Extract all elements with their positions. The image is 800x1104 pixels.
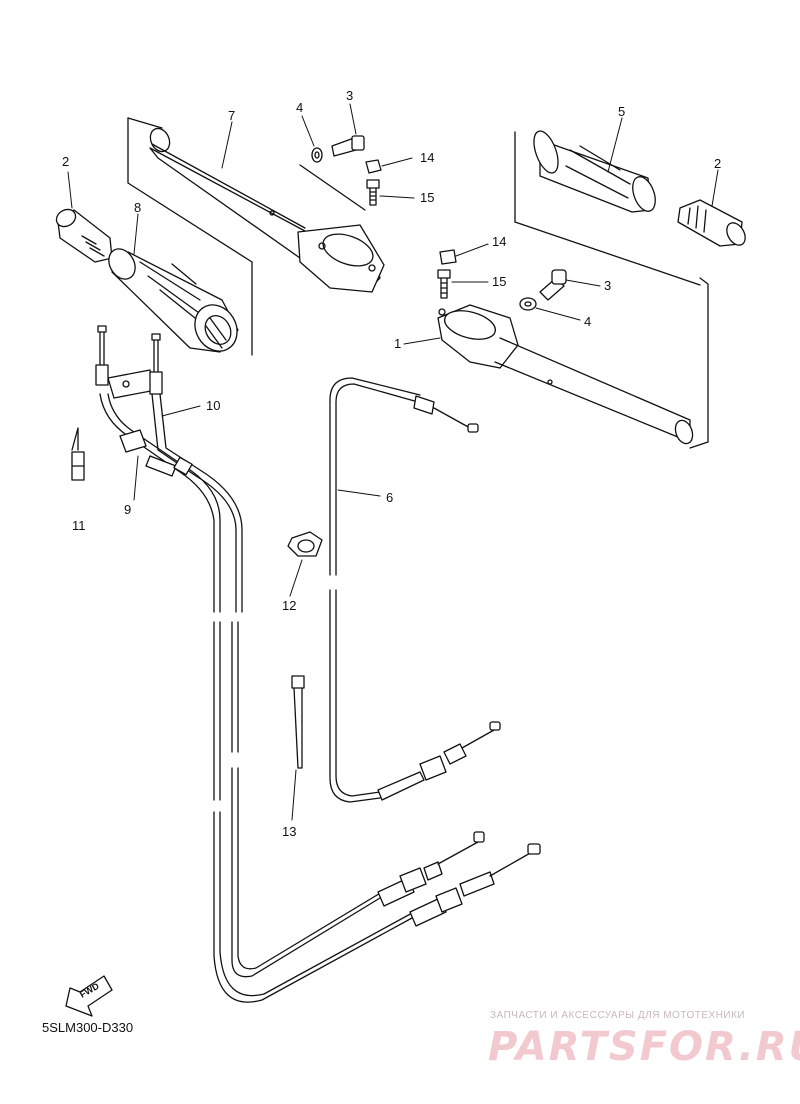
grip-right bbox=[514, 130, 656, 223]
cable-tie-13 bbox=[291, 675, 305, 769]
washer-left bbox=[299, 147, 366, 211]
label-14-right: 14 bbox=[492, 234, 506, 249]
bolt-right bbox=[539, 269, 567, 301]
label-1: 1 bbox=[394, 336, 401, 351]
label-3-right: 3 bbox=[604, 278, 611, 293]
bar-end-right bbox=[677, 199, 746, 247]
label-2-left: 2 bbox=[62, 154, 69, 169]
label-7: 7 bbox=[228, 108, 235, 123]
diagram-code: 5SLM300-D330 bbox=[42, 1020, 134, 1035]
label-2-right: 2 bbox=[714, 156, 721, 171]
screw-left bbox=[366, 179, 380, 206]
right-handlebar bbox=[437, 221, 709, 449]
screw-11 bbox=[71, 427, 85, 481]
label-10: 10 bbox=[206, 398, 220, 413]
nut-right bbox=[439, 249, 457, 265]
callout-labels: 2 8 7 4 3 14 15 5 2 14 15 3 4 1 10 11 9 … bbox=[62, 88, 721, 839]
fwd-arrow-icon bbox=[65, 975, 113, 1017]
label-5: 5 bbox=[618, 104, 625, 119]
nut-left bbox=[365, 159, 382, 174]
label-4-right: 4 bbox=[584, 314, 591, 329]
clamp-12 bbox=[287, 531, 323, 557]
washer-right bbox=[519, 297, 537, 311]
throttle-cables bbox=[95, 325, 541, 1003]
bolt-left bbox=[331, 135, 365, 157]
watermark-logo: PARTSFOR.RU bbox=[488, 1024, 800, 1070]
label-9: 9 bbox=[124, 502, 131, 517]
bar-end-left bbox=[55, 208, 113, 263]
label-3-left: 3 bbox=[346, 88, 353, 103]
label-11: 11 bbox=[72, 518, 86, 533]
label-8: 8 bbox=[134, 200, 141, 215]
label-13: 13 bbox=[282, 824, 296, 839]
grip-left bbox=[108, 248, 239, 353]
label-15-right: 15 bbox=[492, 274, 506, 289]
screw-right bbox=[437, 269, 451, 299]
label-6: 6 bbox=[386, 490, 393, 505]
label-12: 12 bbox=[282, 598, 296, 613]
label-14-left: 14 bbox=[420, 150, 434, 165]
leader-lines bbox=[67, 103, 719, 821]
left-handlebar bbox=[127, 117, 385, 356]
label-4-left: 4 bbox=[296, 100, 303, 115]
watermark-tagline: ЗАПЧАСТИ И АКСЕССУАРЫ ДЛЯ МОТОТЕХНИКИ bbox=[490, 1010, 746, 1021]
clutch-cable bbox=[329, 377, 501, 803]
label-15-left: 15 bbox=[420, 190, 434, 205]
